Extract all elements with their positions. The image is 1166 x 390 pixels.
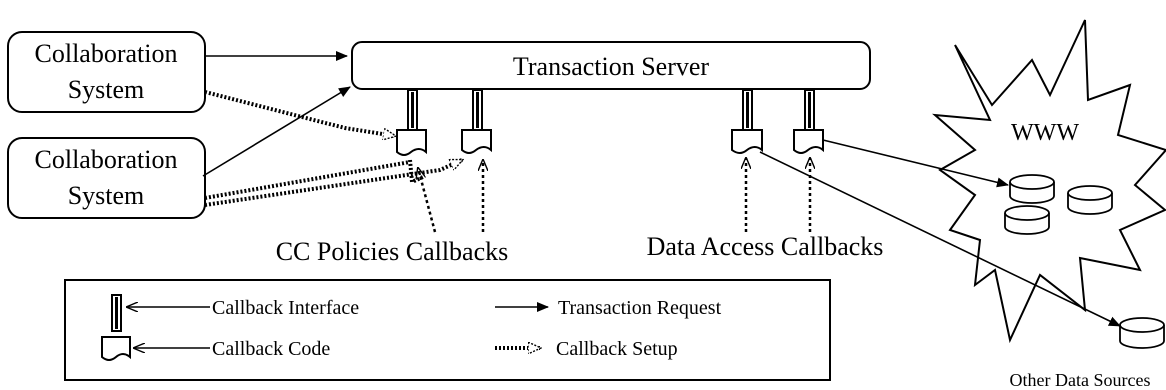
data-access-lines [759,139,1121,327]
collab-top-line2: System [68,75,145,104]
legend-transaction-request: Transaction Request [558,297,722,319]
setup-arrow-bottom [204,158,462,207]
legend-callback-setup: Callback Setup [556,338,678,360]
data-access-line-other [759,151,1121,327]
legend-box [64,279,831,381]
legend-callback-interface: Callback Interface [212,297,359,319]
data-source-3 [1004,205,1050,235]
collaboration-system-bottom: Collaboration System [7,137,206,219]
cc-callback-code-1 [396,129,427,156]
data-callback-2 [793,89,824,154]
data-source-other [1119,317,1165,349]
data-access-line-www [822,139,1009,188]
legend-callback-code: Callback Code [212,338,330,360]
callback-pointer-arrows [418,158,810,233]
transaction-request-arrows [202,51,351,177]
cc-pointer-1 [418,168,437,233]
setup-arrow-top [204,90,395,136]
cc-callback-1 [396,89,427,156]
data-source-2 [1067,185,1113,215]
legend-callback-interface-icon [111,294,122,332]
cc-callback-code-2 [461,129,492,154]
www-label: WWW [1011,120,1079,146]
transaction-server: Transaction Server [351,41,871,90]
other-data-sources-label: Other Data Sources [1010,370,1151,390]
server-label: Transaction Server [513,52,710,81]
cc-policies-callbacks-label: CC Policies Callbacks [276,237,509,266]
collab-bottom-line1: Collaboration [35,145,178,174]
transaction-request-bottom [202,86,351,177]
collab-top-line1: Collaboration [35,39,178,68]
legend-callback-code-icon [101,336,131,361]
legend: Callback Interface Callback Code Transac… [64,279,831,381]
callback-setup-arrows [204,90,462,207]
data-callback-1 [731,89,763,154]
setup-line-bottom-a [204,160,411,200]
data-callback-code-1 [731,129,763,154]
data-access-callbacks-label: Data Access Callbacks [647,232,884,261]
collaboration-system-top: Collaboration System [7,31,206,113]
cc-callback-2 [461,89,492,154]
data-source-1 [1009,174,1055,204]
data-callback-code-2 [793,129,824,154]
collab-bottom-line2: System [68,181,145,210]
